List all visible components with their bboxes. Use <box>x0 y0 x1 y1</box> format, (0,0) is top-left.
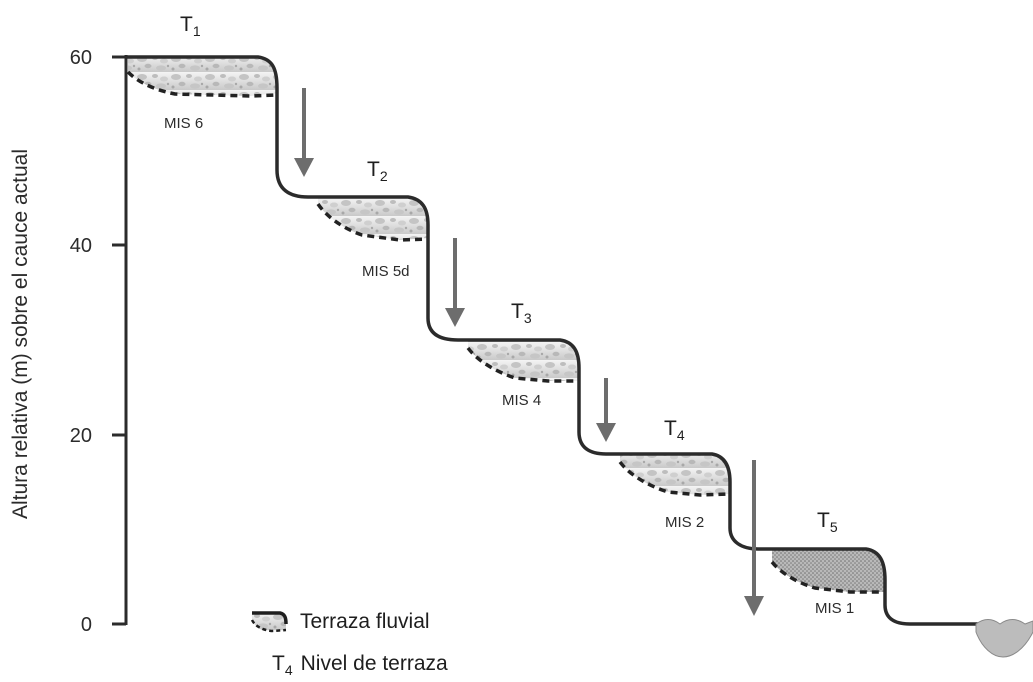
legend-level-symbol: T <box>272 652 285 675</box>
terrace-label-t4: T4 <box>664 417 685 443</box>
terrace-deposit-t1 <box>128 57 277 96</box>
terrace-deposit-t4 <box>620 454 730 495</box>
terrace-label-t5: T5 <box>817 509 838 535</box>
mis-label-t3: MIS 4 <box>502 392 541 409</box>
down-arrow-icon <box>744 460 764 616</box>
terrace-deposit-t5 <box>772 549 885 592</box>
valley-profile <box>126 55 980 626</box>
terrace-base-t1 <box>126 70 278 98</box>
terrace-labels: T1 T2 T3 T4 T5 <box>180 13 838 535</box>
terrace-base-t2 <box>316 202 429 242</box>
river-water-icon <box>975 619 1033 658</box>
terrace-base-t3 <box>466 346 579 383</box>
mis-labels: MIS 6 MIS 5d MIS 4 MIS 2 MIS 1 <box>164 115 854 617</box>
terrace-legend-icon <box>250 611 288 633</box>
terrace-label-t3: T3 <box>511 300 532 326</box>
down-arrow-icon <box>294 88 314 177</box>
y-tick-label-20: 20 <box>70 425 92 447</box>
legend: Terraza fluvial T4 Nivel de terraza <box>250 610 448 678</box>
terrace-base-t5 <box>770 560 885 594</box>
y-tick-label-60: 60 <box>70 47 92 69</box>
terrace-label-t1: T1 <box>180 13 201 39</box>
mis-label-t1: MIS 6 <box>164 115 203 132</box>
legend-level-text: Nivel de terraza <box>301 652 448 675</box>
down-arrow-icon <box>445 238 465 327</box>
mis-label-t4: MIS 2 <box>665 514 704 531</box>
terrace-base-t4 <box>618 460 731 497</box>
y-tick-label-40: 40 <box>70 235 92 257</box>
terrace-bases <box>126 70 885 594</box>
legend-nivel-de-terraza: T4 Nivel de terraza <box>272 652 448 678</box>
y-tick-label-0: 0 <box>81 614 92 636</box>
terrace-deposits <box>128 57 885 592</box>
mis-label-t2: MIS 5d <box>362 263 410 280</box>
legend-terraza-fluvial: Terraza fluvial <box>300 610 430 633</box>
terrace-deposit-t2 <box>318 197 428 240</box>
incision-arrows <box>294 88 764 616</box>
legend-level-sub: 4 <box>285 662 293 678</box>
terrace-deposit-t3 <box>468 340 579 381</box>
down-arrow-icon <box>596 378 616 442</box>
y-axis-label: Altura relativa (m) sobre el cauce actua… <box>9 149 32 519</box>
mis-label-t5: MIS 1 <box>815 600 854 617</box>
terrace-label-t2: T2 <box>367 158 388 184</box>
y-axis: 60 40 20 0 Altura relativa (m) sobre el … <box>9 47 128 636</box>
